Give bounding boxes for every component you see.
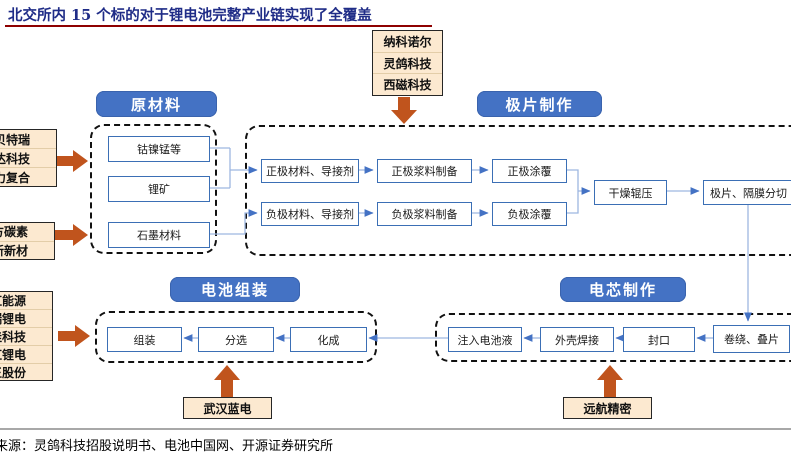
process-box-lithium-ore: 锂矿 [108, 176, 210, 202]
process-box-case-welding: 外壳焊接 [540, 327, 614, 352]
process-box-sorting: 分选 [198, 327, 274, 352]
dashed-box-raw-materials [90, 124, 217, 254]
orange-arrow-left-middle [53, 224, 88, 246]
figure-title: 北交所内 15 个标的对于锂电池完整产业链实现了全覆盖 [8, 7, 372, 24]
company-jia-keji: 佳科技 [0, 327, 52, 345]
orange-arrow-yuanhang-up [597, 365, 623, 397]
company-box-left-lower: 虹能源 瑞锂电 佳科技 虹锂电 王股份 [0, 291, 53, 381]
section-header-raw-materials: 原材料 [96, 91, 217, 117]
section-header-cell-making: 电芯制作 [560, 277, 686, 302]
orange-arrow-top-down [391, 97, 417, 124]
process-box-cathode-slurry: 正极浆料制备 [377, 159, 472, 183]
footer-divider [0, 428, 791, 430]
process-box-slitting: 极片、隔膜分切 [703, 180, 791, 205]
process-box-drying-rolling: 干燥辊压 [594, 180, 667, 205]
company-xin-xincai: 新新材 [0, 240, 54, 260]
company-hong-nengyuan: 虹能源 [0, 294, 27, 308]
company-lingge-keji: 灵鸽科技 [373, 51, 442, 74]
section-header-battery-assembly: 电池组装 [170, 277, 300, 302]
company-fang-tansu: 方碳素 [0, 225, 29, 240]
company-box-wuhan-landian: 武汉蓝电 [183, 397, 272, 419]
company-wang-gufen: 王股份 [0, 363, 52, 381]
process-box-cobalt-nickel: 钴镍锰等 [108, 136, 210, 162]
company-wuhan-landian: 武汉蓝电 [203, 401, 252, 416]
company-yuanhang-jingmi: 远航精密 [583, 401, 632, 416]
process-box-cathode-material: 正极材料、导接剂 [261, 159, 359, 183]
process-box-anode-material: 负极材料、导接剂 [261, 202, 359, 226]
process-box-anode-slurry: 负极浆料制备 [377, 202, 472, 226]
company-box-left-middle: 方碳素 新新材 [0, 222, 55, 260]
dashed-box-electrode-making [245, 125, 791, 256]
process-box-sealing: 封口 [623, 327, 695, 352]
orange-arrow-left-lower [58, 325, 90, 347]
process-box-cathode-coating: 正极涂覆 [492, 159, 567, 183]
company-box-top-equipment: 纳科诺尔 灵鸽科技 西磁科技 [372, 30, 443, 96]
company-rui-lidian: 瑞锂电 [0, 309, 52, 327]
process-box-winding-stacking: 卷绕、叠片 [713, 325, 790, 353]
process-box-anode-coating: 负极涂覆 [492, 202, 567, 226]
process-box-assembly: 组装 [107, 327, 182, 352]
section-header-electrode-making: 极片制作 [477, 91, 602, 117]
company-xici-keji: 西磁科技 [373, 73, 442, 95]
company-da-keji: 达科技 [0, 148, 56, 167]
wire-graphite-to-anode [208, 209, 258, 235]
company-box-left-upper: 贝特瑞 达科技 力复合 [0, 129, 57, 187]
company-beiterui: 贝特瑞 [0, 132, 31, 147]
company-box-yuanhang-jingmi: 远航精密 [563, 397, 652, 419]
process-box-electrolyte-filling: 注入电池液 [448, 327, 522, 352]
orange-arrow-left-upper [53, 150, 88, 172]
orange-arrow-wuhan-up [214, 365, 240, 397]
company-hong-lidian: 虹锂电 [0, 345, 52, 363]
company-nakenuoer: 纳科诺尔 [383, 34, 432, 49]
source-note: 来源：灵鸽科技招股说明书、电池中国网、开源证券研究所 [0, 439, 334, 454]
process-box-graphite: 石墨材料 [108, 222, 210, 248]
company-li-fuhe: 力复合 [0, 167, 56, 186]
title-underline [5, 25, 432, 27]
process-box-formation: 化成 [290, 327, 367, 352]
